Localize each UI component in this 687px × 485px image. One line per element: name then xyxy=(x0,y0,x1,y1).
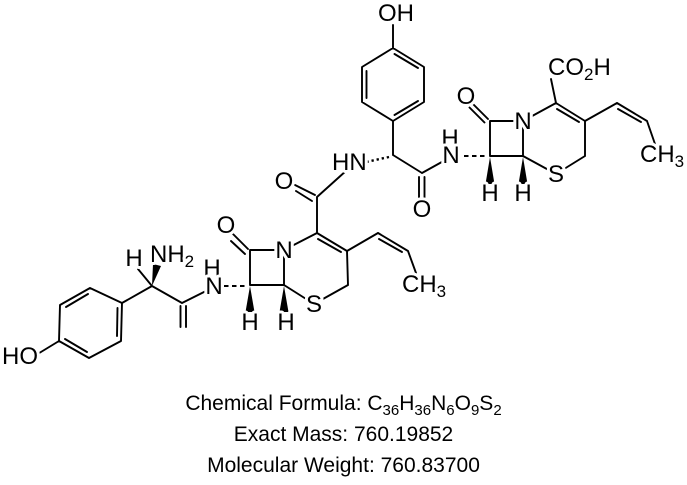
atom-label-nh2: NH2 xyxy=(150,241,194,271)
atom-label-ch3-right-sub: 3 xyxy=(675,152,684,171)
hashed-stereo-bond xyxy=(365,155,390,164)
bond-lines xyxy=(35,24,656,359)
atom-label-co2h-sub: 2 xyxy=(584,65,593,84)
atom-label-o-lactam-right: O xyxy=(457,83,476,110)
atom-label-ch3-left-sub: 3 xyxy=(437,282,446,301)
atom-label-nh2-sub: 2 xyxy=(185,252,194,271)
atom-label-h-alpha: H xyxy=(125,245,142,272)
atom-labels: OH CO2H CH3 O N S H H H N O HN O O N S H… xyxy=(0,0,687,373)
dashed-amide-bonds xyxy=(224,155,487,287)
atom-label-h-c7-right: H xyxy=(481,180,498,207)
atom-label-h-c7-left: H xyxy=(241,309,258,336)
atom-label-n-lactam-right: N xyxy=(514,108,531,135)
atom-label-co2h-main: CO xyxy=(548,54,584,81)
chemical-formula-line: Chemical Formula: C36H36N6O9S2 xyxy=(185,392,502,420)
atom-label-s-left: S xyxy=(306,291,322,318)
atom-label-oh-top: OH xyxy=(378,0,414,27)
atom-label-ho-bottom: HO xyxy=(2,343,38,370)
atom-label-o-lactam-left: O xyxy=(217,212,236,239)
wedge-bond-h-c6-left xyxy=(279,286,289,312)
atom-label-nh-left-n: N xyxy=(205,273,222,300)
atom-label-nh-left-h: H xyxy=(203,255,220,282)
atom-label-s-right: S xyxy=(548,161,564,188)
atom-label-nh2-main: NH xyxy=(150,241,185,268)
atom-label-ch3-left-main: CH xyxy=(402,271,437,298)
atom-label-co2h-tail: H xyxy=(593,54,610,81)
atom-label-ch3-right-main: CH xyxy=(640,141,675,168)
wedge-bond-nh2 xyxy=(152,264,161,286)
atom-label-h-c6-left: H xyxy=(277,309,294,336)
wedge-bond-h-c7-left xyxy=(245,286,255,312)
bond-skeleton xyxy=(35,24,656,359)
atom-label-co2h: CO2H xyxy=(548,54,611,84)
wedge-bond-h-c7-right xyxy=(485,157,495,184)
chemical-formula-text: Chemical Formula: C xyxy=(185,392,383,415)
atom-label-o-carboxamide-left: O xyxy=(275,168,294,195)
atom-label-hn-center: HN xyxy=(332,149,367,176)
atom-label-nh-right-n: N xyxy=(442,142,459,169)
atom-label-o-amide-center: O xyxy=(413,196,432,223)
atom-label-ch3-right: CH3 xyxy=(640,141,684,171)
wedge-bond-h-c6-right xyxy=(518,157,528,184)
atom-label-h-c6-right: H xyxy=(514,180,531,207)
atom-label-n-lactam-left: N xyxy=(275,237,292,264)
exact-mass-line: Exact Mass: 760.19852 xyxy=(233,423,454,446)
molecular-weight-line: Molecular Weight: 760.83700 xyxy=(207,454,480,477)
atom-label-nh-right-h: H xyxy=(441,125,458,152)
atom-label-ch3-left: CH3 xyxy=(402,271,446,301)
caption: Chemical Formula: C36H36N6O9S2 Exact Mas… xyxy=(0,388,687,481)
